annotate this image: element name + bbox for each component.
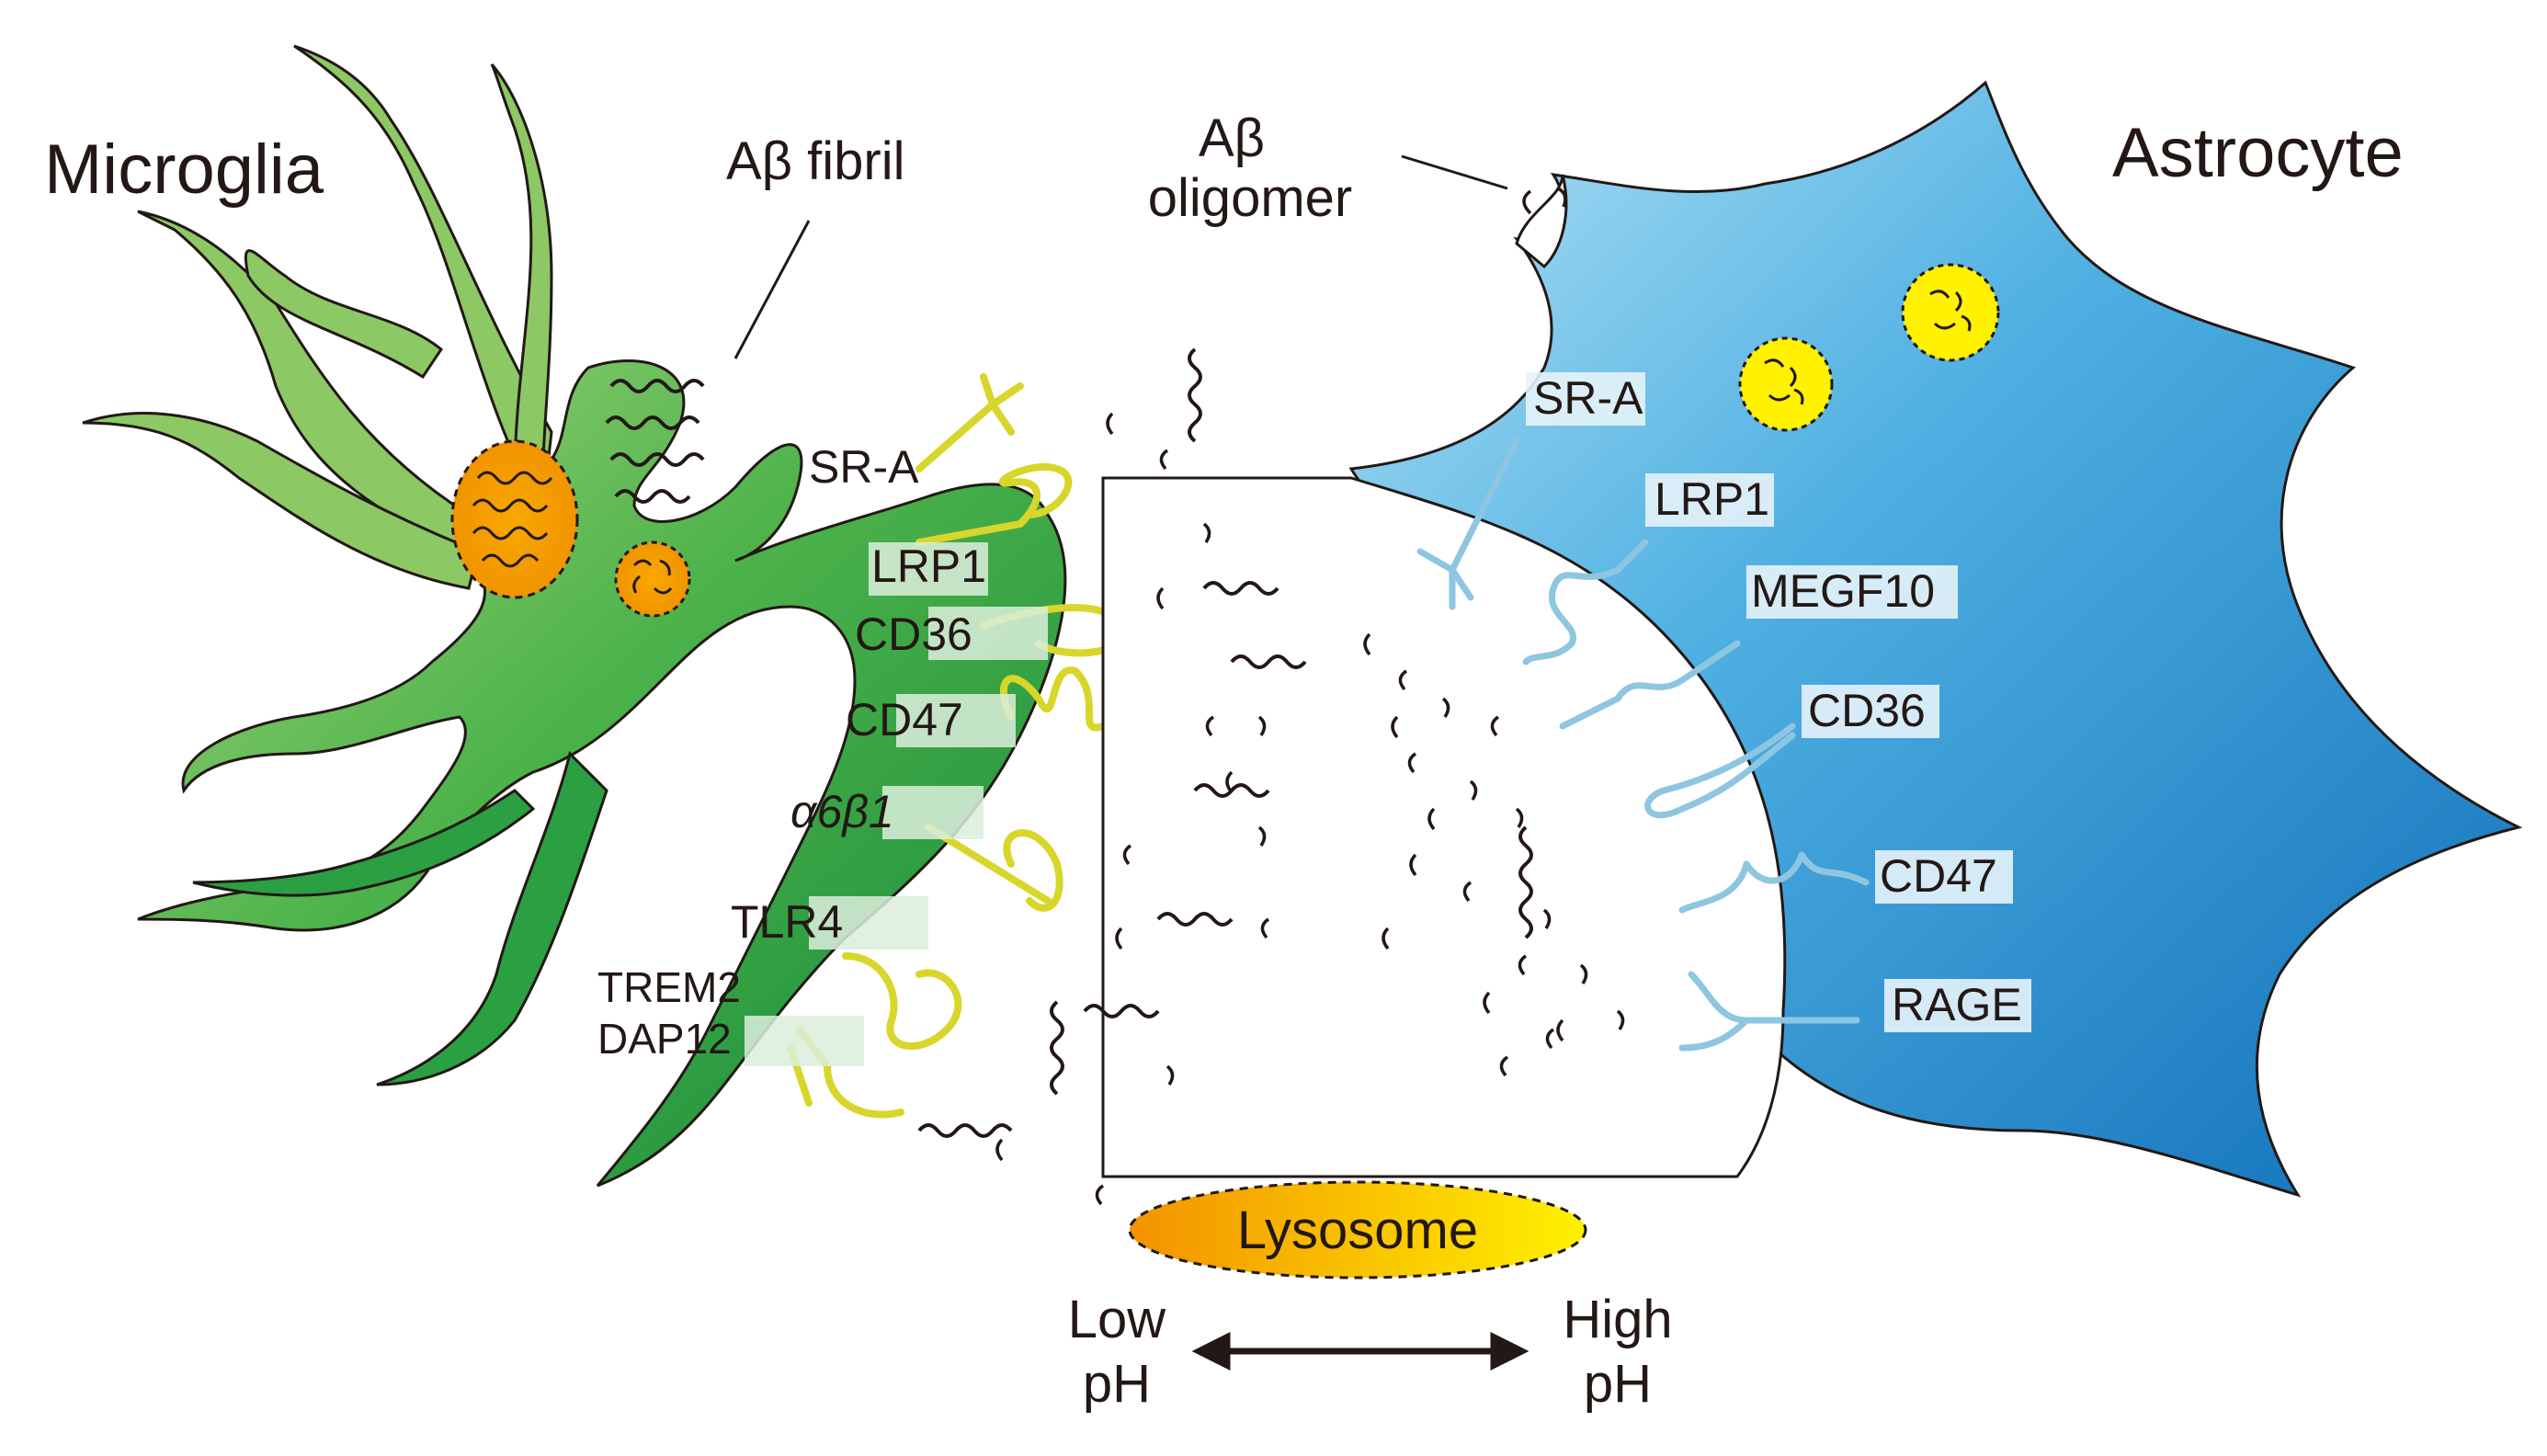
microglia-cd47-label: CD47 <box>846 694 963 745</box>
astrocyte-rage-receptor <box>1678 971 1860 1052</box>
lysosome-legend-shape <box>1128 1180 1587 1280</box>
astrocyte-lrp1-receptor <box>1522 539 1649 665</box>
microglia-body <box>137 359 1067 1188</box>
high-ph-label-2: pH <box>1584 1354 1652 1414</box>
low-ph-label-1: Low <box>1068 1290 1167 1349</box>
microglia-lrp1-label: LRP1 <box>871 540 986 592</box>
abeta-oligomer-label-2: oligomer <box>1148 168 1352 228</box>
microglia-lrp1-receptor <box>915 463 1073 546</box>
astrocyte-megf10-receptor <box>1559 640 1741 730</box>
astrocyte-edge <box>1101 476 1787 1178</box>
microglia-a6b1-receptor <box>925 824 1063 912</box>
low-ph-label-2: pH <box>1083 1354 1151 1414</box>
microglia-sra-label: SR-A <box>809 441 919 493</box>
astrocyte-cd36-label: CD36 <box>1808 685 1926 736</box>
microglia-label: Microglia <box>44 131 324 209</box>
microglia-lysosome <box>614 540 691 618</box>
astrocyte-sra-receptor <box>1416 438 1520 610</box>
microglia-nucleus <box>450 439 579 599</box>
lysosome-legend-label: Lysosome <box>1237 1200 1478 1260</box>
astrocyte-rage-label: RAGE <box>1892 979 2022 1030</box>
microglia-nucleus-fibrils <box>472 471 553 568</box>
astrocyte-lysosome-oligomers <box>1764 290 1972 405</box>
microglia-sra-receptor <box>915 373 1024 472</box>
microglia-a6b1-label: α6β1 <box>790 786 894 837</box>
microglia-lysosome-oligomers <box>632 559 673 595</box>
astrocyte-lysosomes <box>1738 263 2000 432</box>
microglia-trem2-label: TREM2 <box>597 963 741 1011</box>
astrocyte-receptors <box>1416 438 1870 1052</box>
microglia-label-boxes <box>745 542 1048 1066</box>
high-ph-label-1: High <box>1563 1290 1672 1349</box>
abeta-fibril-label: Aβ fibril <box>726 131 905 191</box>
astrocyte-cd47-receptor <box>1678 851 1870 914</box>
abeta-oligomer-label-1: Aβ <box>1199 108 1265 168</box>
microglia-cd36-label: CD36 <box>855 609 972 660</box>
astrocyte-megf10-label: MEGF10 <box>1751 565 1935 617</box>
astrocyte-lrp1-label: LRP1 <box>1654 473 1769 525</box>
leader-lines <box>733 154 1508 359</box>
microglia-cell <box>82 44 1067 1188</box>
abeta-oligomers <box>995 187 1625 1206</box>
astrocyte-label: Astrocyte <box>2112 114 2404 192</box>
microglia-tlr4-label: TLR4 <box>731 896 843 948</box>
microglia-dap12-label: DAP12 <box>597 1015 732 1063</box>
microglia-lower-processes <box>192 751 608 1086</box>
astrocyte-sra-label: SR-A <box>1533 372 1643 424</box>
microglia-tlr4-receptor <box>842 952 962 1050</box>
astrocyte-cd36-receptor <box>1644 722 1796 819</box>
astrocyte-oligomer-notch <box>1515 174 1568 269</box>
astrocyte-cd47-label: CD47 <box>1880 850 1997 902</box>
astrocyte-label-boxes <box>1526 372 2031 1032</box>
